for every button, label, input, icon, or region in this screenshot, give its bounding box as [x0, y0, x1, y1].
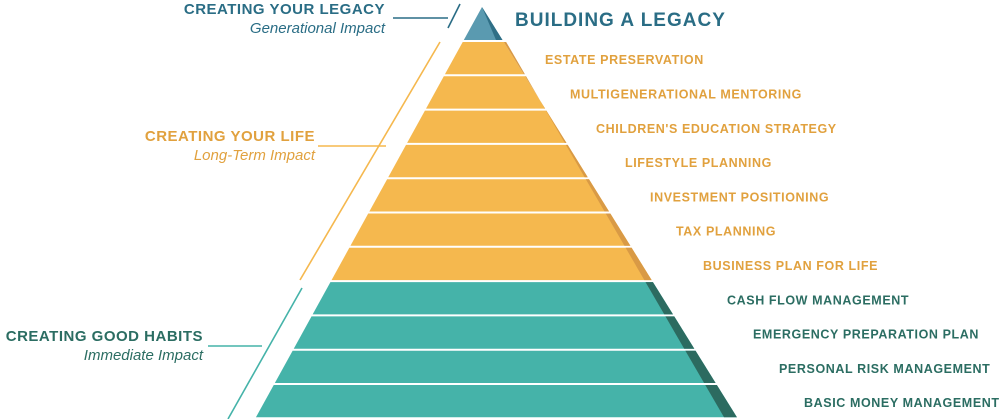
tier-label: LIFESTYLE PLANNING	[625, 156, 772, 170]
life-rail	[299, 41, 441, 281]
pyramid-tier-shadow	[585, 179, 610, 212]
pyramid-tier	[350, 213, 631, 246]
legacy-rail	[447, 3, 461, 29]
pyramid-tier-shadow	[645, 282, 674, 315]
pyramid-tier-shadow	[705, 385, 737, 418]
group-habits-subtitle: Immediate Impact	[84, 347, 204, 364]
tier-label: MULTIGENERATIONAL MENTORING	[570, 87, 802, 101]
tier-label: ESTATE PRESERVATION	[545, 53, 704, 67]
group-habits-title: CREATING GOOD HABITS	[6, 328, 203, 345]
pyramid-tier	[331, 247, 652, 281]
pyramid-tier	[369, 179, 610, 212]
legacy-cap-shadow	[482, 7, 503, 40]
tier-label: EMERGENCY PREPARATION PLAN	[753, 328, 979, 342]
group-legacy-title: CREATING YOUR LEGACY	[184, 1, 385, 18]
pyramid	[255, 7, 737, 418]
pyramid-tier	[444, 42, 524, 75]
group-legacy-label: CREATING YOUR LEGACY Generational Impact	[184, 1, 386, 37]
pyramid-tier	[426, 76, 546, 109]
tier-label: CASH FLOW MANAGEMENT	[727, 293, 909, 307]
tier-label: BUSINESS PLAN FOR LIFE	[703, 259, 878, 273]
pyramid-tier-shadow	[525, 76, 546, 109]
tier-label: PERSONAL RISK MANAGEMENT	[779, 362, 990, 376]
tier-label: BASIC MONEY MANAGEMENT	[804, 396, 1000, 410]
pyramid-tier	[388, 144, 588, 178]
pyramid-tier-shadow	[503, 42, 525, 75]
habits-rail	[227, 287, 303, 419]
group-habits-label: CREATING GOOD HABITS Immediate Impact	[6, 328, 204, 364]
pyramid-tier	[293, 316, 695, 349]
pyramid-tier	[312, 282, 674, 315]
tier-label: INVESTMENT POSITIONING	[650, 190, 829, 204]
pyramid-tier	[255, 385, 737, 418]
tier-label: TAX PLANNING	[676, 225, 776, 239]
pyramid-tier-shadow	[565, 144, 588, 178]
group-legacy-subtitle: Generational Impact	[250, 20, 386, 37]
pyramid-tier-shadow	[605, 213, 631, 246]
pyramid-tier-shadow	[665, 316, 695, 349]
pyramid-tier-shadow	[685, 350, 716, 383]
building-a-legacy-title: BUILDING A LEGACY	[515, 10, 726, 31]
pyramid-tier	[407, 110, 567, 143]
group-life-title: CREATING YOUR LIFE	[145, 128, 315, 145]
group-life-subtitle: Long-Term Impact	[194, 147, 316, 164]
group-life-label: CREATING YOUR LIFE Long-Term Impact	[145, 128, 316, 164]
tier-label: CHILDREN'S EDUCATION STRATEGY	[596, 122, 837, 136]
pyramid-tier	[274, 350, 716, 383]
pyramid-tier-shadow	[545, 110, 567, 143]
pyramid-tier-shadow	[625, 247, 652, 281]
tier-labels: ESTATE PRESERVATION MULTIGENERATIONAL MEN…	[545, 53, 1000, 410]
group-brackets	[208, 3, 461, 419]
